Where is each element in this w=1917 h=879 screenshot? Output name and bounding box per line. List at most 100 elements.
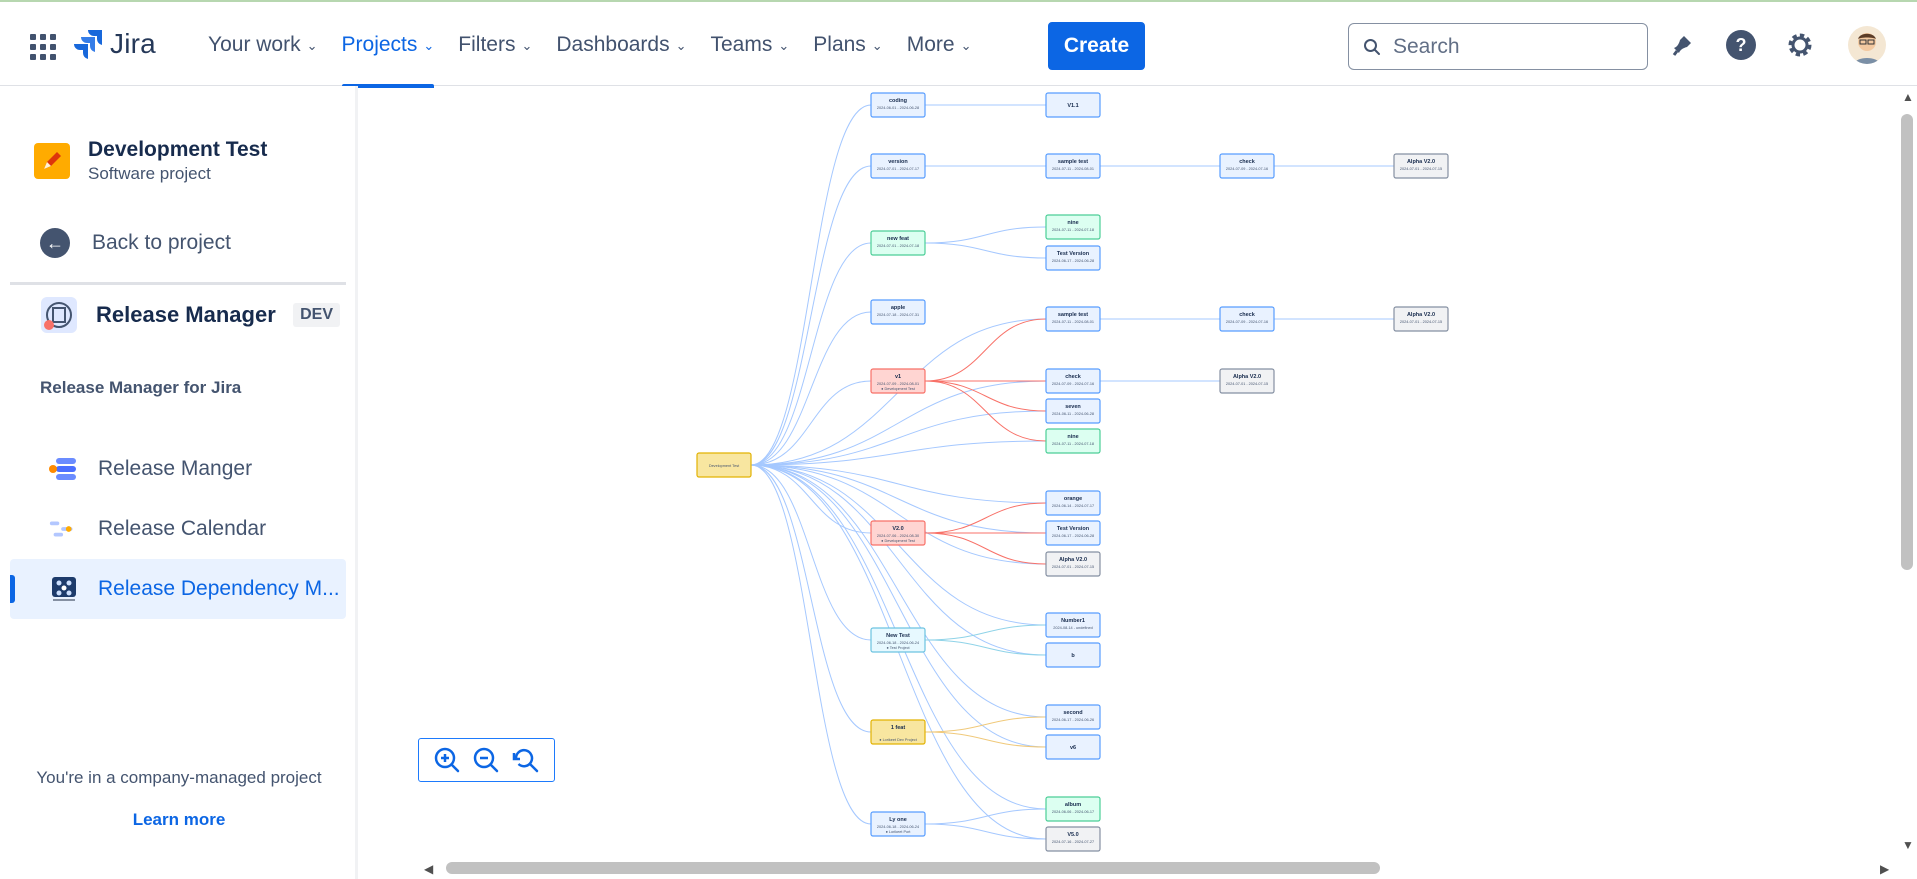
zoom-in-icon[interactable] <box>433 746 461 774</box>
version-node-box[interactable] <box>1393 153 1449 179</box>
version-node-box[interactable] <box>1045 490 1101 516</box>
env-badge: DEV <box>293 303 340 327</box>
sidebar-item-release-calendar[interactable]: Release Calendar <box>10 499 346 559</box>
version-node-box[interactable] <box>870 92 926 118</box>
settings-gear-icon[interactable] <box>1783 28 1817 62</box>
reset-zoom-icon[interactable] <box>512 746 540 774</box>
user-avatar[interactable] <box>1848 26 1886 64</box>
app-header[interactable]: Release Manager DEV <box>40 296 340 334</box>
nav-filters[interactable]: Filters⌄ <box>446 2 544 88</box>
version-node-box[interactable] <box>1045 428 1101 454</box>
root-project-box[interactable] <box>696 452 752 478</box>
version-node[interactable]: 1 feat● Lorikeet Dev Project <box>870 719 926 745</box>
search-input[interactable]: Search <box>1348 23 1648 70</box>
version-node-box[interactable] <box>1045 520 1101 546</box>
sidebar-item-release-dependency-map[interactable]: Release Dependency M... <box>10 559 346 619</box>
scroll-down-arrow-icon[interactable]: ▼ <box>1902 838 1914 852</box>
version-node-box[interactable] <box>1045 306 1101 332</box>
version-node-box[interactable] <box>1219 368 1275 394</box>
version-node-box[interactable] <box>1045 368 1101 394</box>
root-project-node[interactable]: Development Test <box>696 452 752 478</box>
dependency-edge <box>924 716 1047 733</box>
nav-plans[interactable]: Plans⌄ <box>801 2 894 88</box>
nav-more[interactable]: More⌄ <box>895 2 984 88</box>
app-switcher-icon[interactable] <box>30 34 56 60</box>
zoom-out-icon[interactable] <box>472 746 500 774</box>
version-node-box[interactable] <box>1045 642 1101 668</box>
version-node-box[interactable] <box>1045 214 1101 240</box>
version-node-box[interactable] <box>1045 153 1101 179</box>
vertical-scroll-thumb[interactable] <box>1901 114 1913 570</box>
help-icon[interactable]: ? <box>1724 28 1758 62</box>
nav-projects[interactable]: Projects⌄ <box>330 2 447 88</box>
version-node-box[interactable] <box>870 520 926 546</box>
scroll-right-arrow-icon[interactable]: ▶ <box>1880 862 1890 876</box>
version-node-box[interactable] <box>1045 734 1101 760</box>
nav-teams[interactable]: Teams⌄ <box>699 2 802 88</box>
nav-dashboards[interactable]: Dashboards⌄ <box>544 2 698 88</box>
version-node[interactable]: V1.1 <box>1045 92 1101 118</box>
version-node-box[interactable] <box>1045 704 1101 730</box>
version-node-box[interactable] <box>870 368 926 394</box>
learn-more-link[interactable]: Learn more <box>132 810 226 829</box>
version-node[interactable]: b <box>1045 642 1101 668</box>
nav-your-work[interactable]: Your work⌄ <box>196 2 330 88</box>
version-node-box[interactable] <box>1045 612 1101 638</box>
version-node-box[interactable] <box>870 153 926 179</box>
version-node-box[interactable] <box>1045 398 1101 424</box>
version-node-box[interactable] <box>1045 92 1101 118</box>
version-node-box[interactable] <box>870 719 926 745</box>
version-node-box[interactable] <box>1045 826 1101 852</box>
nav-label: Your work <box>208 33 301 56</box>
version-node-box[interactable] <box>1045 245 1101 271</box>
version-node-box[interactable] <box>870 230 926 256</box>
scroll-left-arrow-icon[interactable]: ◀ <box>424 862 434 876</box>
create-button[interactable]: Create <box>1048 22 1145 70</box>
version-node-box[interactable] <box>1219 153 1275 179</box>
project-header[interactable]: Development Test Software project <box>34 138 267 184</box>
version-node-box[interactable] <box>870 811 926 837</box>
version-node-box[interactable] <box>870 299 926 325</box>
scroll-up-arrow-icon[interactable]: ▲ <box>1902 90 1914 104</box>
sidebar-item-release-manager[interactable]: Release Manger <box>10 439 346 499</box>
version-node-box[interactable] <box>1219 306 1275 332</box>
notifications-icon[interactable] <box>1665 28 1699 62</box>
version-node-box[interactable] <box>1393 306 1449 332</box>
version-node-box[interactable] <box>870 627 926 653</box>
jira-logo[interactable]: Jira <box>74 28 156 60</box>
version-node-box[interactable] <box>1045 551 1101 577</box>
horizontal-scroll-thumb[interactable] <box>446 862 1380 874</box>
version-node[interactable]: v6 <box>1045 734 1101 760</box>
version-node-box[interactable] <box>1045 796 1101 822</box>
back-to-project-link[interactable]: ← Back to project <box>40 228 231 258</box>
